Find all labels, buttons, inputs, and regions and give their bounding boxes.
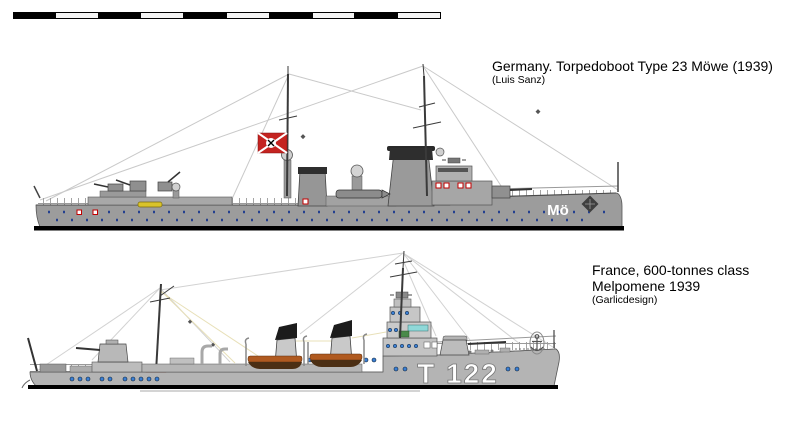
depth-charge-rack [39,363,67,373]
searchlight-mid [350,164,364,178]
french-ship-title-line1: France, 600-tonnes class [592,262,750,278]
hull [29,348,560,387]
scale-bar [13,12,441,19]
anchor-icon [529,331,545,355]
waterline [34,226,624,231]
french-ship-credit: (Garlicdesign) [592,294,658,306]
french-caption: France, 600-tonnes class Melpomene 1939 … [592,262,749,307]
ships-boat-2 [309,353,363,367]
scale-bar-segment [140,12,185,19]
forward-gun [439,335,507,356]
german-ship-drawing: Mö [33,63,624,231]
vent-pipes [200,344,228,364]
mainmast [149,283,175,373]
propeller-guard [21,379,31,389]
green-panel [398,330,410,338]
ships-boat-1 [247,355,303,369]
german-ship-credit: (Luis Sanz) [492,74,546,86]
german-war-flag-icon [257,132,288,154]
halyard-markers [300,109,541,140]
french-ship-drawing: T 122 [21,250,560,392]
scale-bar-segment [311,12,356,19]
anchor-icon [581,195,599,213]
deckhouse-box [169,357,195,365]
aft-railing [38,198,448,205]
halyard-lines [159,289,387,364]
yellow-float [137,201,163,208]
bridge [431,147,493,206]
hull-marking-german: Mö [547,202,569,219]
stern-staff [33,185,41,199]
torpedo-tubes [335,189,391,199]
scale-bar-segment [397,12,441,19]
scale-bar-segment [269,12,312,19]
aft-funnel [297,167,328,207]
life-buoys [76,182,472,215]
aft-gun-platform [99,190,147,198]
forward-funnel [387,146,435,207]
aft-gun-1 [93,183,124,192]
davits [244,333,368,366]
aft-gun-2 [115,179,147,192]
searchlight-bridge [435,147,445,157]
hull-marking-french: T 122 [417,358,499,389]
scale-bar-segment [184,12,226,19]
waterline [28,385,558,389]
fore-railing [437,342,556,350]
foremast [412,63,442,197]
stern-staff [27,337,38,372]
scale-bar-segment [98,12,141,19]
mainmast [278,66,298,199]
scale-bar-segment [225,12,270,19]
scale-bar-segment [13,12,55,19]
forward-gun [491,185,533,199]
amidships-deckhouse [325,164,397,207]
german-caption: Germany. Torpedoboot Type 23 Möwe (1939)… [492,58,773,87]
bridge [382,291,438,357]
rangefinder [447,157,461,164]
halyard-markers [187,319,216,347]
fore-railing [450,190,616,196]
bridge-windows [407,324,429,332]
french-ship-title-line2: Melpomene 1939 [592,278,701,294]
foremast [389,250,418,339]
searchlight-aft [171,182,181,199]
scale-bar-segment [54,12,99,19]
german-ship-title: Germany. Torpedoboot Type 23 Möwe (1939) [492,58,773,74]
scale-bar-segment [355,12,398,19]
aft-gun [75,339,143,373]
